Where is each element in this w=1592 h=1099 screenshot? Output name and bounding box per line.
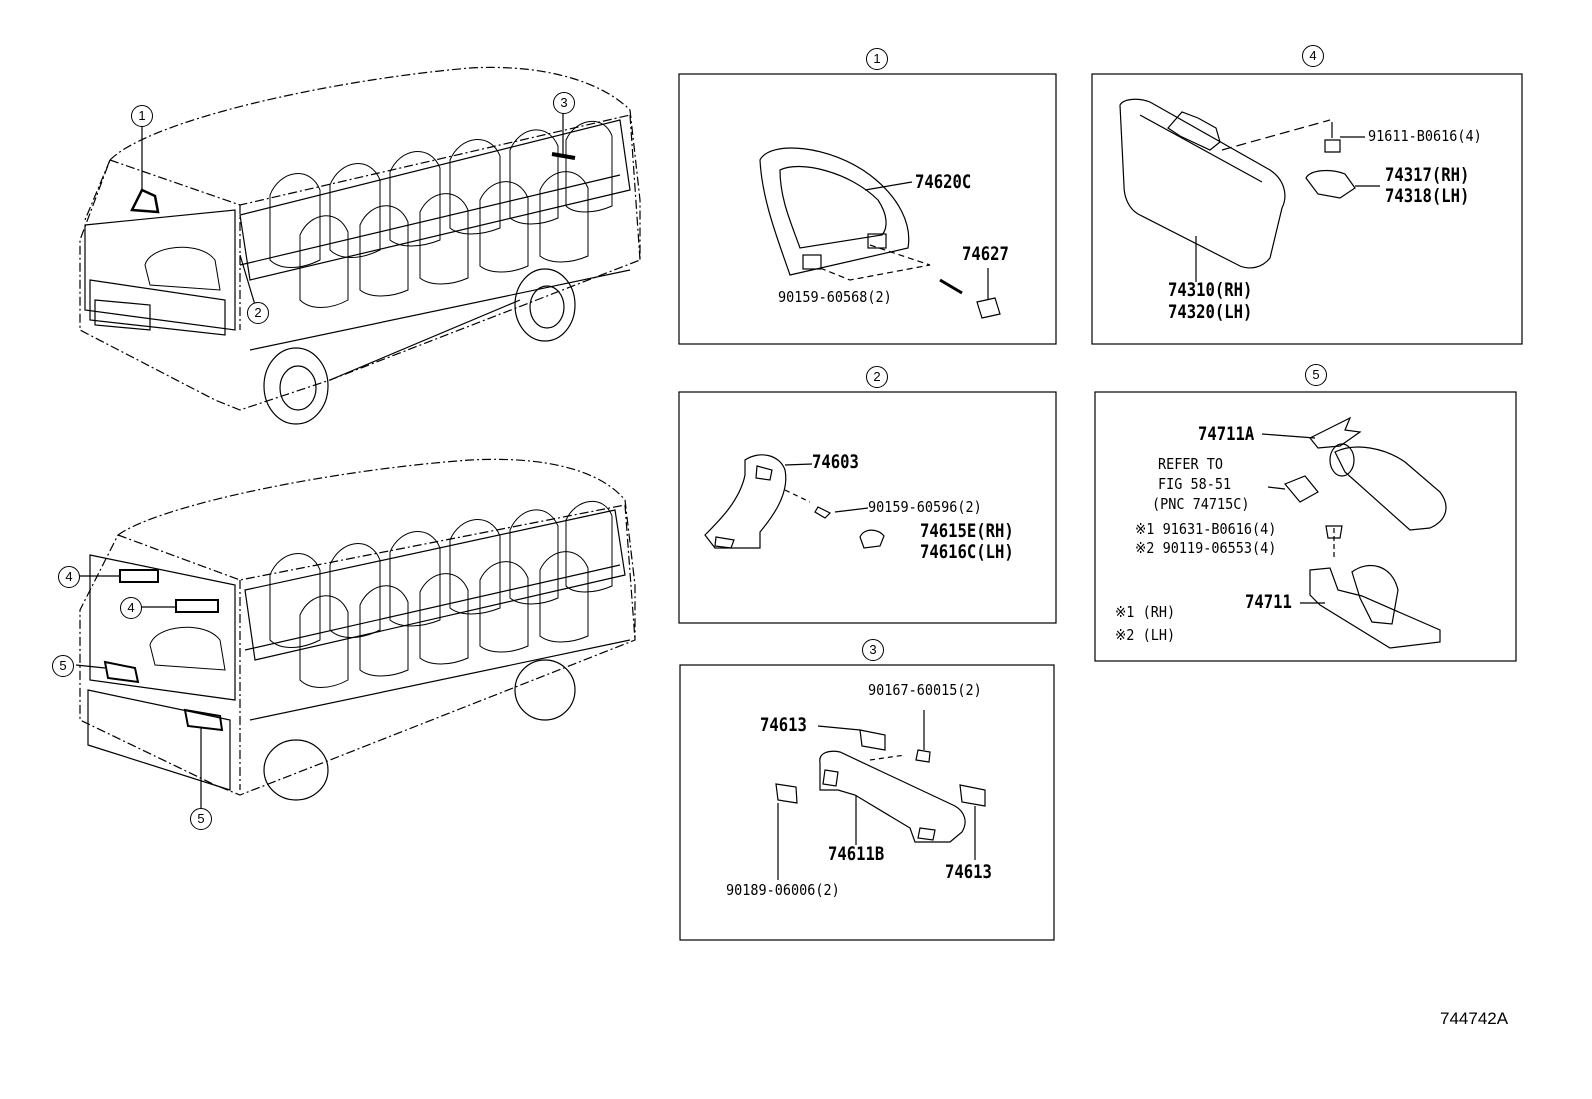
part-74611B-label: 74611B bbox=[828, 843, 885, 865]
part-74603-label: 74603 bbox=[812, 451, 859, 473]
van-lower-body bbox=[87, 509, 631, 801]
part-90189-06006-label: 90189-06006(2) bbox=[726, 881, 840, 899]
part-74627-label: 74627 bbox=[962, 243, 1009, 265]
part-74320-label: 74320(LH) bbox=[1168, 301, 1253, 323]
part-90159-60568-label: 90159-60568(2) bbox=[778, 288, 892, 306]
van-lower-illustration bbox=[79, 458, 636, 796]
panel-1-assist-grip-drawing bbox=[759, 147, 1001, 319]
van-upper-illustration bbox=[79, 66, 641, 411]
panel-2-frame bbox=[678, 391, 1057, 624]
callout-van-3: 3 bbox=[553, 92, 575, 114]
part-74711-label: 74711 bbox=[1245, 591, 1292, 613]
panel-2-grip-drawing bbox=[704, 454, 885, 549]
panel-3-title: 3 bbox=[862, 639, 884, 661]
panel-3-frame bbox=[679, 664, 1055, 941]
part-90119-06553-label: ※2 90119-06553(4) bbox=[1135, 539, 1277, 557]
panel-4-sun-visor-drawing bbox=[1119, 98, 1380, 282]
van-lower-extinguisher-right-marker bbox=[183, 708, 224, 732]
van-upper-rail-marker bbox=[551, 152, 576, 160]
van-upper-grip-marker bbox=[130, 188, 160, 214]
panel-4-frame bbox=[1091, 73, 1523, 345]
panel-1-frame bbox=[678, 73, 1057, 345]
panel-3-grip-drawing bbox=[775, 710, 986, 880]
panel-2-title: 2 bbox=[866, 366, 888, 388]
part-74310-label: 74310(RH) bbox=[1168, 279, 1253, 301]
callout-van-2: 2 bbox=[247, 302, 269, 324]
van-upper-body bbox=[84, 119, 631, 425]
refer-to-line-3: (PNC 74715C) bbox=[1152, 495, 1250, 513]
part-74620C-label: 74620C bbox=[915, 171, 972, 193]
part-74711A-label: 74711A bbox=[1198, 423, 1255, 445]
callout-van-1: 1 bbox=[131, 105, 153, 127]
van-lower-visor-left-marker bbox=[119, 569, 159, 583]
refer-to-line-2: FIG 58-51 bbox=[1158, 475, 1232, 493]
part-74317-label: 74317(RH) bbox=[1385, 164, 1470, 186]
note-lh: ※2 (LH) bbox=[1115, 626, 1176, 644]
part-90159-60596-label: 90159-60596(2) bbox=[868, 498, 982, 516]
leader-van-2 bbox=[239, 254, 256, 306]
callout-van-5a: 5 bbox=[52, 655, 74, 677]
part-74615E-label: 74615E(RH) bbox=[920, 520, 1014, 542]
callout-van-4b: 4 bbox=[120, 597, 142, 619]
part-74613-right-label: 74613 bbox=[945, 861, 992, 883]
part-91611-B0616-label: 91611-B0616(4) bbox=[1368, 127, 1482, 145]
callout-van-5b: 5 bbox=[190, 808, 212, 830]
callout-van-4a: 4 bbox=[58, 566, 80, 588]
part-90167-60015-label: 90167-60015(2) bbox=[868, 681, 982, 699]
van-lower-seats bbox=[149, 500, 613, 688]
panel-5-title: 5 bbox=[1305, 364, 1327, 386]
panel-4-title: 4 bbox=[1302, 45, 1324, 67]
figure-number: 744742A bbox=[1440, 1009, 1509, 1028]
part-74318-label: 74318(LH) bbox=[1385, 185, 1470, 207]
van-lower-extinguisher-left-marker bbox=[103, 660, 140, 684]
van-lower-visor-right-marker bbox=[175, 599, 219, 613]
note-rh: ※1 (RH) bbox=[1115, 603, 1176, 621]
panel-5-extinguisher-drawing bbox=[1261, 416, 1447, 649]
van-upper-seats bbox=[144, 120, 613, 308]
panel-1-title: 1 bbox=[866, 48, 888, 70]
panel-5-frame bbox=[1094, 391, 1517, 662]
part-74616C-label: 74616C(LH) bbox=[920, 541, 1014, 563]
refer-to-line-1: REFER TO bbox=[1158, 455, 1224, 473]
part-74613-left-label: 74613 bbox=[760, 714, 807, 736]
leader-van-5a bbox=[75, 664, 106, 669]
part-91631-B0616-label: ※1 91631-B0616(4) bbox=[1135, 520, 1277, 538]
